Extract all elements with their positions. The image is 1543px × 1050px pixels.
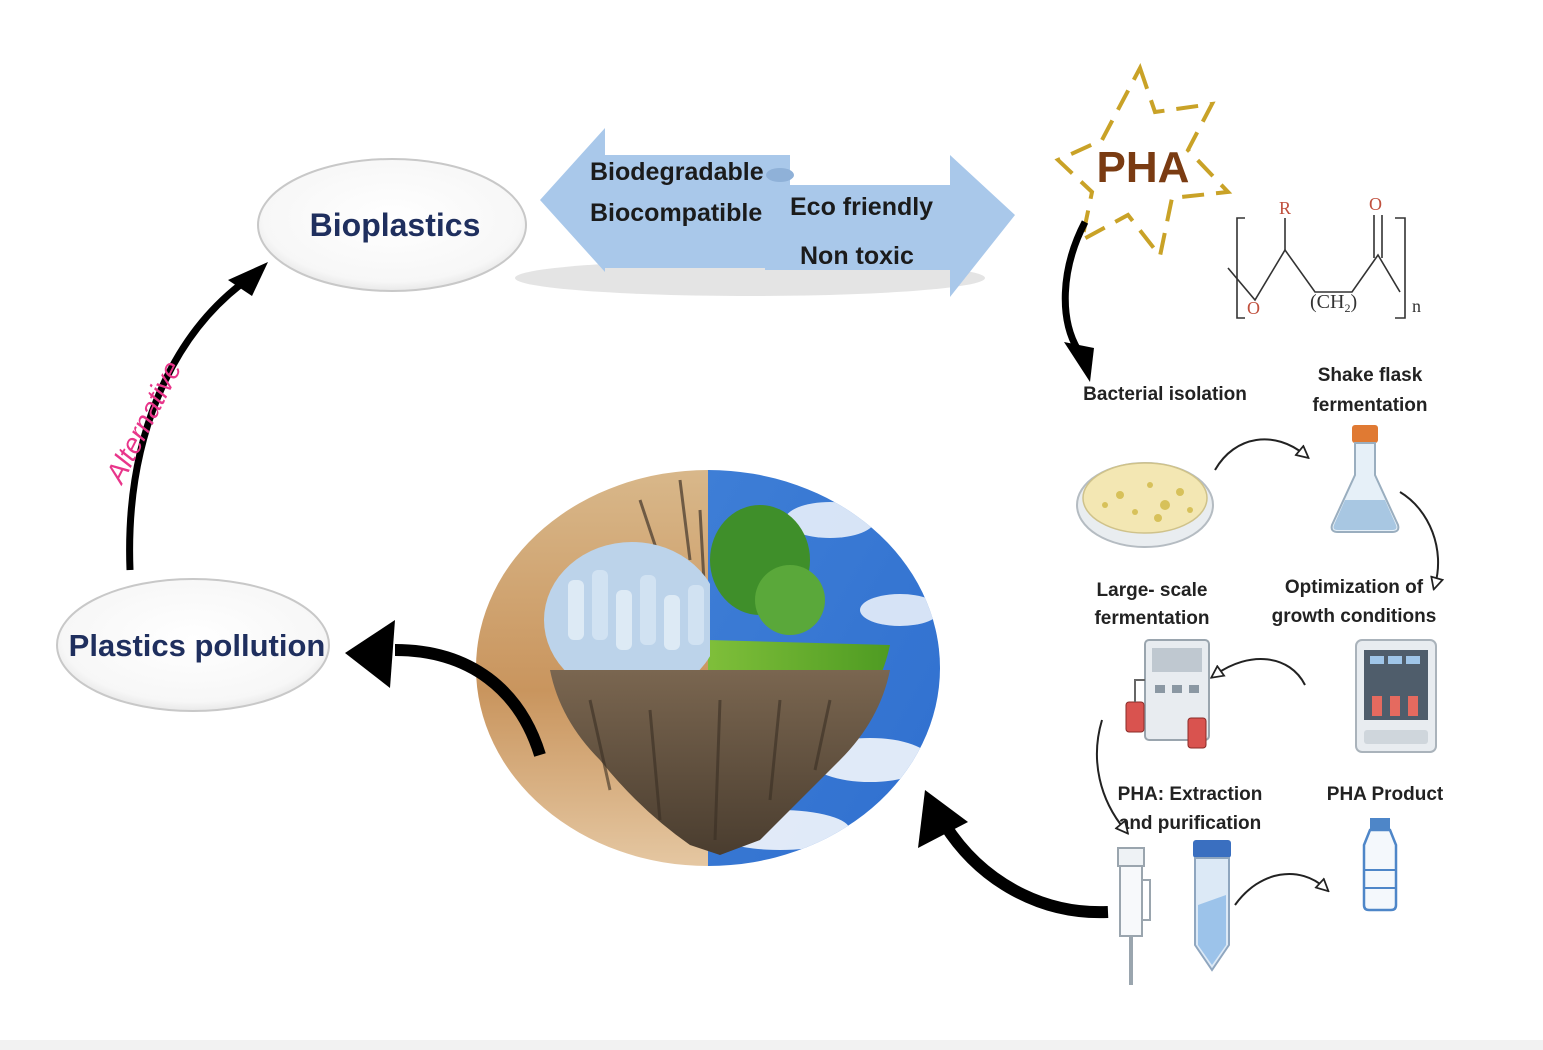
step-shake-flask-line2: fermentation: [1312, 395, 1427, 416]
incubator-icon: [1355, 639, 1437, 753]
properties-double-arrow: [515, 128, 1015, 297]
plastics-pollution-label: Plastics pollution: [69, 628, 326, 663]
structure-ch2: (CH2): [1310, 291, 1357, 315]
step-extraction-line1: PHA: Extraction: [1118, 784, 1263, 805]
bioplastics-node: Bioplastics: [257, 158, 527, 292]
earth-globe-illustration: [476, 470, 940, 866]
alternative-arrow: [126, 262, 268, 571]
plastics-pollution-node: Plastics pollution: [56, 578, 330, 712]
step-bacterial-isolation: Bacterial isolation: [1083, 384, 1247, 405]
alternative-label: Alternative: [99, 356, 188, 490]
step-large-scale-line2: fermentation: [1094, 608, 1209, 629]
pha-star: [1054, 62, 1233, 261]
step-pha-product: PHA Product: [1327, 784, 1444, 805]
shake-flask-icon: [1330, 425, 1400, 533]
bioplastics-label: Bioplastics: [310, 207, 481, 243]
structure-o-double: O: [1369, 194, 1382, 214]
pha-bottle-icon: [1362, 818, 1398, 912]
pha-label: PHA: [1097, 143, 1190, 192]
structure-o-ring: O: [1247, 298, 1260, 318]
petri-dish-icon: [1076, 462, 1214, 548]
step-shake-flask-line1: Shake flask: [1318, 365, 1423, 386]
step-extraction-line2: and purification: [1119, 813, 1262, 834]
step-optimization-line2: growth conditions: [1272, 606, 1437, 627]
property-biodegradable: Biodegradable: [590, 158, 764, 186]
step-large-scale-line1: Large- scale: [1097, 580, 1208, 601]
step-optimization-line1: Optimization of: [1285, 577, 1424, 598]
process-arrows: [1096, 438, 1438, 906]
property-non-toxic: Non toxic: [800, 242, 914, 270]
bottom-band: [0, 1040, 1543, 1050]
property-eco-friendly: Eco friendly: [790, 193, 933, 221]
pha-to-isolation-arrow: [1061, 220, 1094, 382]
structure-n: n: [1412, 296, 1421, 316]
structure-r: R: [1279, 198, 1291, 218]
bioreactor-icon: [1125, 639, 1210, 749]
property-biocompatible: Biocompatible: [590, 199, 762, 227]
process-to-globe-arrow: [918, 790, 1109, 919]
globe-to-pollution-arrow: [345, 620, 546, 757]
centrifuge-tube-icon: [1193, 840, 1231, 972]
extractor-icon: [1117, 847, 1151, 985]
pha-structure: [1227, 215, 1406, 319]
